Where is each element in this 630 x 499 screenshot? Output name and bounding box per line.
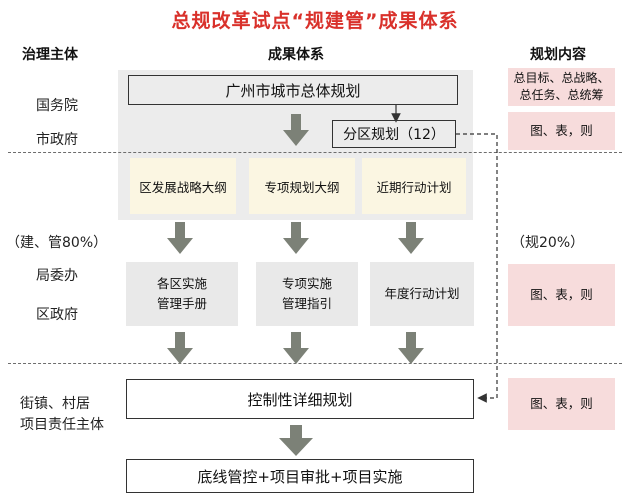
block-arrow-guide-down [283, 332, 309, 364]
header-results: 成果体系 [268, 47, 324, 63]
goals-line-1: 总目标、总战略、 [513, 70, 610, 85]
header-governance: 治理主体 [22, 47, 78, 63]
label-build-manage-80: （建、管80%） [6, 235, 108, 251]
separator-line-2 [8, 363, 622, 364]
separator-line-1 [8, 152, 622, 153]
chart-table-rule-box-3: 图、表，则 [508, 378, 615, 430]
special-guide-line-1: 专项实施 [281, 276, 332, 291]
label-state-council: 国务院 [36, 98, 78, 114]
district-manual-line-1: 各区实施 [156, 276, 207, 291]
label-project-subject: 项目责任主体 [20, 417, 104, 433]
block-arrow-special-down [283, 222, 309, 254]
block-arrow-detailed-down [279, 425, 313, 456]
block-arrow-annual-down [398, 332, 424, 364]
label-bureau: 局委办 [36, 268, 78, 284]
block-arrow-nearterm-down [398, 222, 424, 254]
label-streets-villages: 街镇、村居 [20, 396, 90, 412]
header-content: 规划内容 [530, 47, 586, 63]
block-arrow-strategy-down [167, 222, 193, 254]
special-guide-box: 专项实施 管理指引 [256, 262, 358, 326]
district-manual-box: 各区实施 管理手册 [126, 262, 238, 326]
district-manual-line-2: 管理手册 [156, 296, 207, 311]
bottom-line-box: 底线管控+项目审批+项目实施 [126, 459, 474, 493]
annual-plan-box: 年度行动计划 [370, 262, 474, 326]
chart-table-rule-box-2: 图、表，则 [508, 264, 615, 326]
near-term-action-box: 近期行动计划 [362, 158, 466, 214]
diagram-title: 总规改革试点“规建管”成果体系 [171, 10, 459, 32]
label-plan-20: （规20%） [511, 235, 585, 251]
label-city-government: 市政府 [36, 132, 78, 148]
special-guide-line-2: 管理指引 [281, 296, 332, 311]
goals-line-2: 总任务、总统筹 [519, 88, 604, 102]
chart-table-rule-box-1: 图、表，则 [508, 112, 615, 150]
district-strategy-box: 区发展战略大纲 [130, 158, 236, 214]
zoning-plan-box: 分区规划（12） [332, 120, 456, 148]
master-plan-box: 广州市城市总体规划 [128, 75, 458, 105]
block-arrow-manual-down [167, 332, 193, 364]
special-plan-outline-box: 专项规划大纲 [249, 158, 355, 214]
plan-content-goals-box: 总目标、总战略、 总任务、总统筹 [508, 68, 615, 106]
detailed-control-plan-box: 控制性详细规划 [126, 379, 474, 419]
label-district-government: 区政府 [36, 307, 78, 323]
